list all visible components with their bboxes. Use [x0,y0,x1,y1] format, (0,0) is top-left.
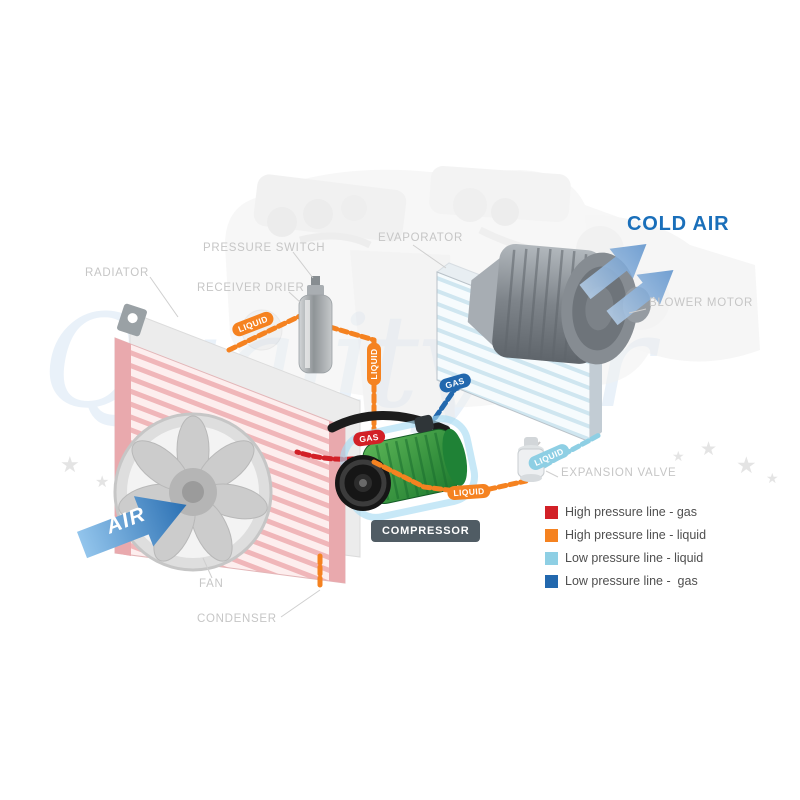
legend-item-label: High pressure line - liquid [565,528,707,542]
pressure-switch-label: PRESSURE SWITCH [203,242,326,254]
legend-item-label: High pressure line - gas [565,505,698,519]
legend-item: Low pressure line - gas [545,574,706,588]
radiator-label: RADIATOR [85,267,149,279]
legend-swatch [545,574,558,588]
condenser-label: CONDENSER [197,613,277,625]
receiver-drier-label: RECEIVER DRIER [197,282,305,294]
pipe-pill-liquid-2: LIQUID [367,342,381,386]
star-icon: ★ [672,448,685,464]
fan-graphic [113,412,273,572]
evaporator-label: EVAPORATOR [378,232,463,244]
legend: High pressure line - gas High pressure l… [545,505,706,597]
legend-item-label: Low pressure line - gas [565,574,698,588]
star-icon: ★ [60,452,80,477]
legend-item-label: Low pressure line - liquid [565,551,704,565]
leader-lines [149,244,647,618]
legend-item: Low pressure line - liquid [545,551,706,565]
legend-item: High pressure line - gas [545,505,706,519]
cold-air-label: COLD AIR [627,213,730,235]
blower-motor-label: BLOWER MOTOR [649,297,754,309]
legend-swatch [545,528,558,542]
legend-item: High pressure line - liquid [545,528,706,542]
expansion-valve-label: EXPANSION VALVE [561,467,677,479]
legend-swatch [545,551,558,565]
star-icon: ★ [766,470,779,486]
star-icon: ★ [736,452,757,478]
legend-swatch [545,505,558,519]
air-arrow [76,496,187,559]
compressor-label: COMPRESSOR [371,520,481,542]
star-icon: ★ [700,439,718,460]
cold-air-arrows [579,243,674,326]
receiver-drier-graphic [298,276,333,374]
compressor-graphic [335,414,479,521]
fan-label: FAN [199,578,224,590]
star-icon: ★ [95,474,110,491]
